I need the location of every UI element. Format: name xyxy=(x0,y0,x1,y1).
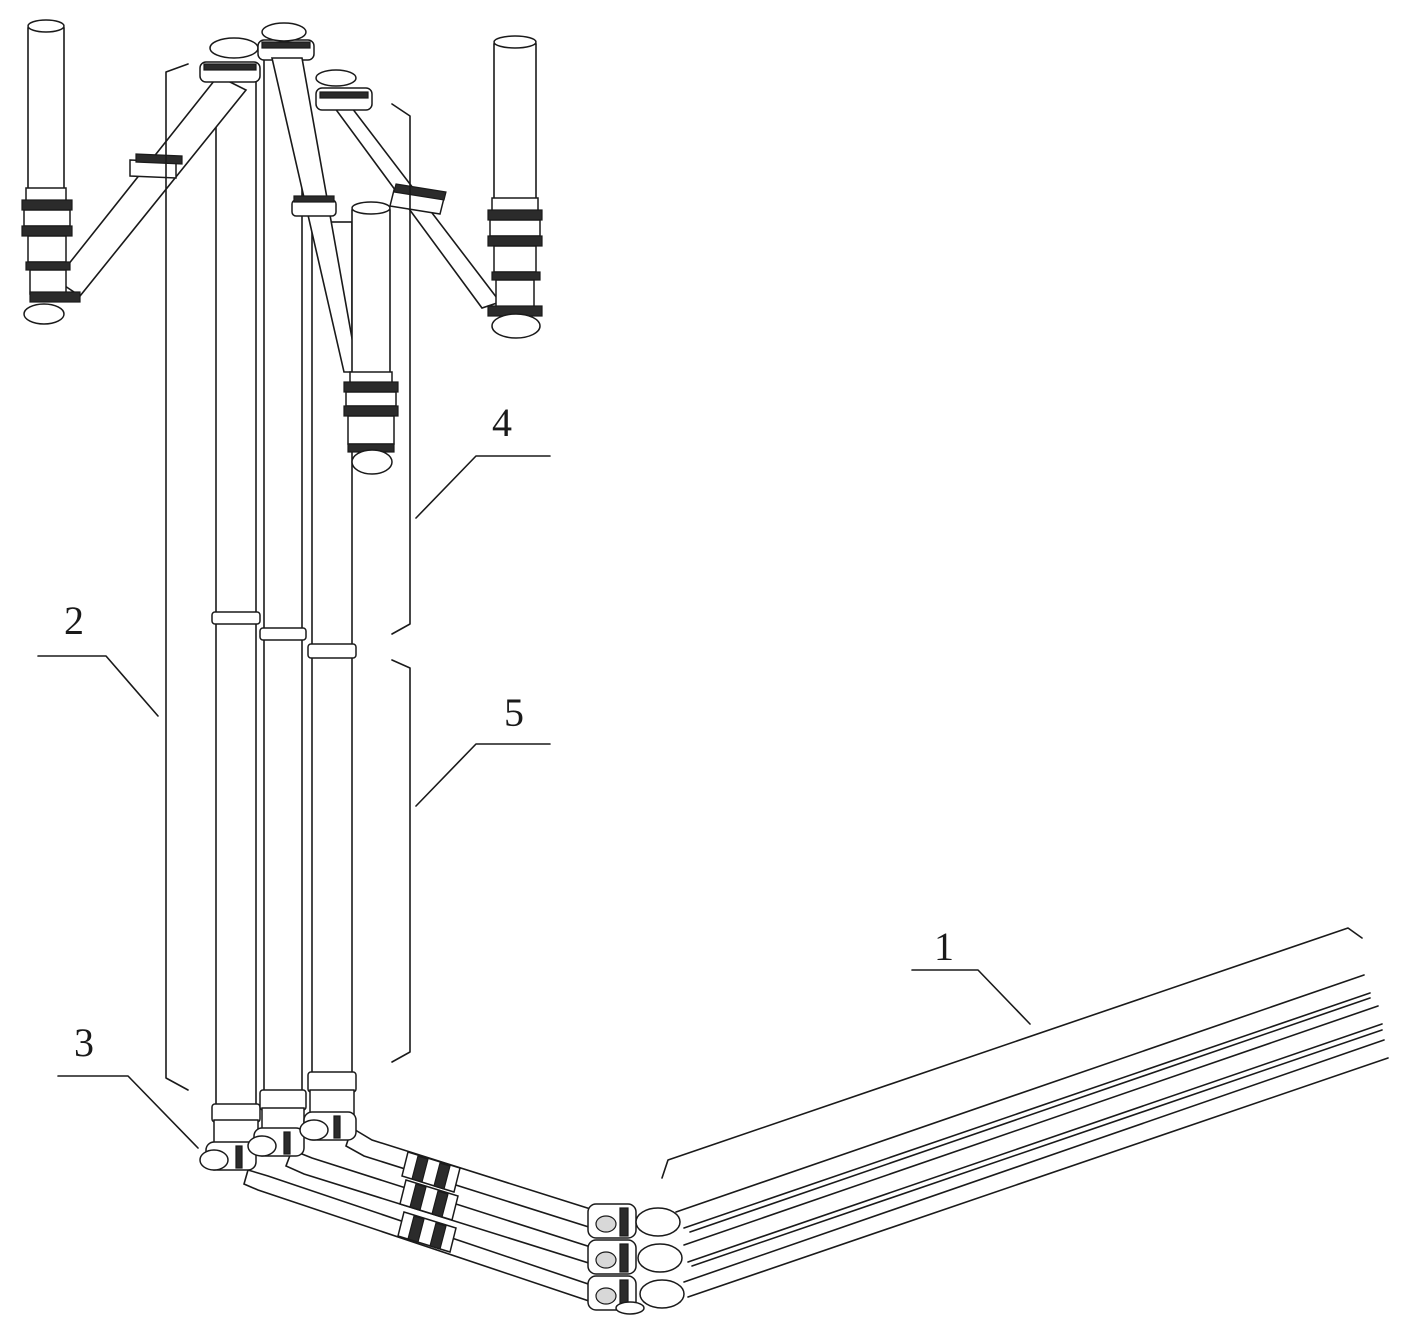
label-2: 2 xyxy=(64,598,84,643)
diagonal-coupling-2 xyxy=(399,1179,459,1221)
corner-fitting-top xyxy=(587,1203,681,1239)
label-4: 4 xyxy=(492,400,512,445)
label-5: 5 xyxy=(504,690,524,735)
nozzle-left xyxy=(21,19,81,325)
leader-2 xyxy=(37,655,159,717)
horizontal-pipe-bottom xyxy=(683,1039,1389,1298)
horizontal-pipe-middle xyxy=(683,1005,1383,1267)
riser-middle xyxy=(259,55,307,1137)
bracket-2 xyxy=(165,63,189,1091)
leader-1 xyxy=(911,969,1031,1025)
base-elbow-right xyxy=(299,1111,357,1141)
label-3: 3 xyxy=(74,1020,94,1065)
riser-left xyxy=(211,77,261,1151)
leader-4 xyxy=(415,455,551,519)
leader-3 xyxy=(57,1075,199,1149)
corner-fittings-right xyxy=(587,1203,685,1315)
reference-numerals: 1 2 3 4 5 xyxy=(64,400,954,1065)
arm-left-coupling xyxy=(129,153,183,179)
vertical-risers xyxy=(211,55,357,1151)
bracket-5 xyxy=(391,659,411,1063)
leader-lines xyxy=(37,455,1031,1149)
diagonal-coupling-3 xyxy=(397,1211,457,1253)
nozzle-right xyxy=(487,35,543,339)
riser-middle-top-flange xyxy=(257,22,315,61)
arm-left-top-flange xyxy=(199,37,261,83)
horizontal-pipe-top xyxy=(675,974,1371,1233)
nozzle-center xyxy=(343,201,399,475)
bracket-4 xyxy=(391,103,411,635)
diagonal-pipes xyxy=(243,1126,602,1303)
bracket-run-1 xyxy=(661,927,1363,1179)
label-1: 1 xyxy=(934,924,954,969)
arm-right-top-flange xyxy=(315,69,373,111)
horizontal-pipe-run xyxy=(675,974,1389,1298)
corner-fitting-bottom xyxy=(587,1275,685,1315)
leader-5 xyxy=(415,743,551,807)
base-elbows xyxy=(199,1111,357,1171)
corner-fitting-middle xyxy=(587,1239,683,1275)
base-elbow-middle xyxy=(247,1127,305,1157)
arm-middle-coupling xyxy=(291,195,337,217)
arm-right-coupling xyxy=(389,183,447,215)
diagonal-coupling-1 xyxy=(401,1151,461,1193)
base-elbow-left xyxy=(199,1141,257,1171)
